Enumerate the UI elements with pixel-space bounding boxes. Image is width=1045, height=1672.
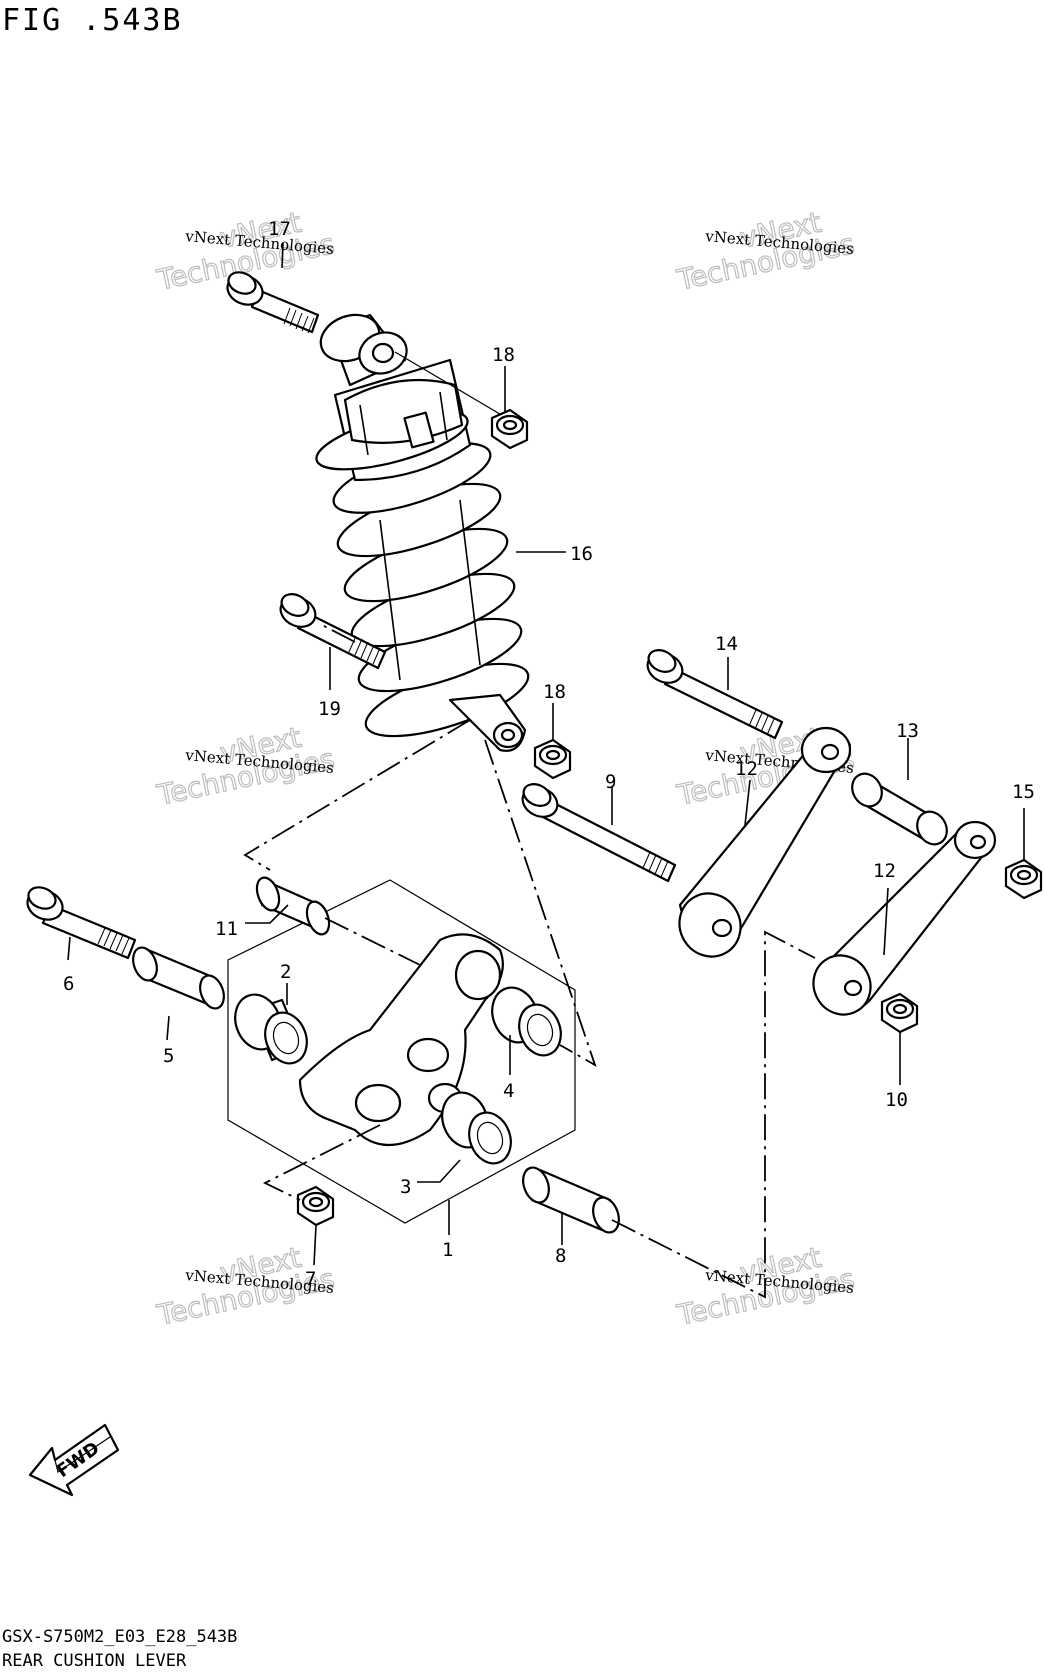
- callout-9: 9: [605, 771, 616, 793]
- callout-4: 4: [503, 1080, 514, 1102]
- collar-11: [255, 876, 331, 936]
- bolt-19: [279, 593, 387, 670]
- callout-1: 1: [442, 1239, 453, 1261]
- callout-11: 11: [215, 918, 238, 940]
- callout-numbers: 17 18 16 19 18 14 13 12 9 15 11 12 6 2 5…: [63, 218, 1035, 1290]
- shock-body-upper: [315, 358, 472, 482]
- collar-5: [132, 946, 225, 1010]
- bearing-2: [234, 993, 308, 1065]
- bolt-14: [646, 649, 784, 740]
- callout-5: 5: [163, 1045, 174, 1067]
- callout-12-lower: 12: [873, 860, 896, 882]
- nut-15: [1004, 858, 1043, 900]
- callout-19: 19: [318, 698, 341, 720]
- shock-bottom-eye: [448, 693, 527, 752]
- callout-8: 8: [555, 1245, 566, 1267]
- rear-shock-absorber: [315, 313, 530, 752]
- callout-18-upper: 18: [492, 344, 515, 366]
- shock-top-eye: [319, 313, 511, 421]
- callout-10: 10: [885, 1089, 908, 1111]
- nut-18-upper: [490, 408, 529, 450]
- callout-18-lower: 18: [543, 681, 566, 703]
- assembly-lines: [243, 624, 816, 1299]
- bearing-4: [491, 986, 562, 1057]
- cushion-lever-group: [227, 879, 576, 1224]
- nut-10: [880, 992, 919, 1034]
- callout-15: 15: [1012, 781, 1035, 803]
- footer-code: GSX-S750M2_E03_E28_543B: [2, 1627, 237, 1647]
- link-rod-12-upper: [678, 726, 852, 958]
- leader-lines: [67, 242, 1025, 1266]
- callout-12-upper: 12: [735, 758, 758, 780]
- shock-spring: [332, 442, 530, 738]
- nut-18-lower: [533, 738, 572, 780]
- callout-13: 13: [896, 720, 919, 742]
- callout-17: 17: [268, 218, 291, 240]
- callout-3: 3: [400, 1176, 411, 1198]
- fwd-arrow-icon: FWD: [28, 1423, 120, 1497]
- bolt-17: [226, 271, 320, 334]
- figure-title: FIG .543B: [2, 3, 183, 38]
- bearing-3: [441, 1091, 512, 1165]
- footer-name: REAR CUSHION LEVER: [2, 1651, 187, 1671]
- callout-14: 14: [715, 633, 738, 655]
- callout-7: 7: [305, 1268, 316, 1290]
- collar-13: [851, 772, 948, 846]
- collar-8: [522, 1166, 620, 1234]
- link-rod-12-lower: [812, 820, 997, 1016]
- bolt-6: [26, 886, 137, 960]
- callout-2: 2: [280, 961, 291, 983]
- bolt-9: [521, 783, 677, 883]
- nut-7: [296, 1185, 335, 1227]
- callout-6: 6: [63, 973, 74, 995]
- callout-16: 16: [570, 543, 593, 565]
